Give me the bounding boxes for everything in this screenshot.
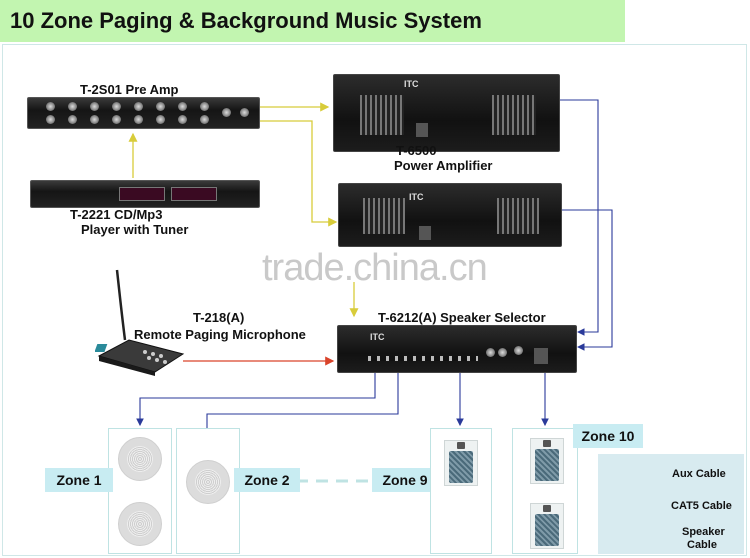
legend-speaker-label-line2: Cable xyxy=(687,539,717,551)
wall-speaker-icon xyxy=(530,438,564,484)
speaker-selector-device: ITC xyxy=(337,325,577,373)
page-title: 10 Zone Paging & Background Music System xyxy=(10,8,482,33)
aux-cable-preamp-to-amp2 xyxy=(260,120,338,227)
power-amplifier-2: ITC xyxy=(338,183,562,247)
cable-legend xyxy=(598,454,744,554)
microphone-label-line2: Remote Paging Microphone xyxy=(134,327,306,342)
zone-10-label: Zone 10 xyxy=(573,424,643,448)
wall-speaker-icon xyxy=(444,440,478,486)
speaker-cable-amp2-to-selector xyxy=(562,209,613,351)
ceiling-speaker-icon xyxy=(186,460,230,504)
zone-2-label: Zone 2 xyxy=(234,468,300,492)
zone-9-label: Zone 9 xyxy=(372,468,438,492)
legend-cat5-label: CAT5 Cable xyxy=(671,500,732,512)
power-amplifier-1: ITC xyxy=(333,74,560,152)
diagram-frame xyxy=(2,44,747,556)
wall-speaker-icon xyxy=(530,503,564,549)
paging-microphone-icon xyxy=(95,269,185,376)
preamp-label: T-2S01 Pre Amp xyxy=(80,82,179,97)
legend-aux-label: Aux Cable xyxy=(672,468,726,480)
speaker-cable-to-zone1 xyxy=(136,372,376,427)
brand-logo: ITC xyxy=(404,79,419,89)
power-amp-label-line2: Power Amplifier xyxy=(394,158,493,173)
power-amp-label-line1: T-6500 xyxy=(396,143,437,158)
brand-logo: ITC xyxy=(370,332,385,342)
selector-label: T-6212(A) Speaker Selector xyxy=(378,310,546,325)
legend-speaker-label-line1: Speaker xyxy=(682,526,725,538)
cd-player-label-line2: Player with Tuner xyxy=(81,222,189,237)
speaker-cable-to-zone2 xyxy=(203,372,399,442)
microphone-label-line1: T-218(A) xyxy=(193,310,245,325)
ceiling-speaker-icon xyxy=(118,502,162,546)
zone-1-label: Zone 1 xyxy=(45,468,113,492)
ceiling-speaker-icon xyxy=(118,437,162,481)
page-title-banner: 10 Zone Paging & Background Music System xyxy=(0,0,625,42)
cd-player-label-line1: T-2221 CD/Mp3 xyxy=(70,207,163,222)
brand-logo: ITC xyxy=(409,192,424,202)
watermark: trade.china.cn xyxy=(262,247,488,289)
speaker-cable-amp1-to-selector xyxy=(560,99,599,336)
cd-player-device xyxy=(30,180,260,208)
preamp-device xyxy=(27,97,260,129)
